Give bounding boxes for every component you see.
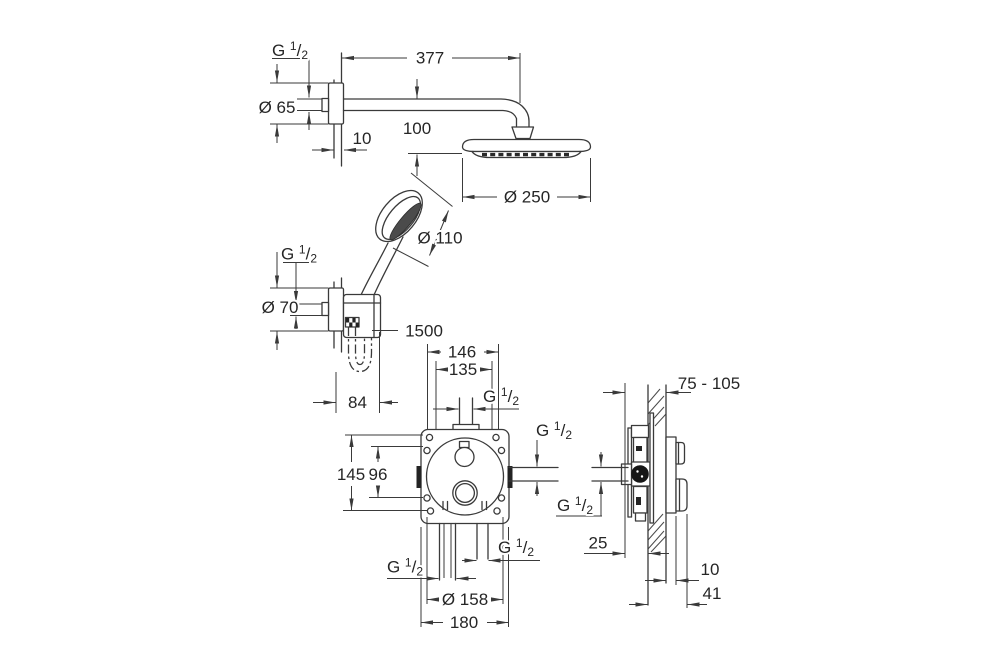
- dim-wall-offset: 84: [348, 393, 367, 412]
- dim-holder-thread: G 1/2: [281, 243, 317, 266]
- hose-coupling-nut: [344, 316, 360, 328]
- volume-control-spindle: [452, 480, 478, 506]
- dim-lines-mixer-side: [556, 383, 707, 608]
- thermostat-spindle: [454, 446, 475, 468]
- dim-installation-depth: 75 - 105: [678, 374, 740, 393]
- dim-lines-head-shower: [270, 53, 591, 202]
- dim-top-thread: G 1/2: [483, 385, 519, 408]
- bottom-outlet-pipes: [438, 522, 489, 581]
- trim-and-knobs: [665, 436, 688, 514]
- thermostat-cartridge: [631, 465, 649, 483]
- dim-min-depth: 25: [589, 534, 608, 553]
- dim-arm-length: 377: [416, 49, 444, 68]
- dim-side-thread: G 1/2: [536, 419, 572, 442]
- dim-top-width: 146: [448, 343, 476, 362]
- dim-trim-projection: 10: [701, 560, 720, 579]
- head-shower-view: G 1/2 Ø 65 377 10 100 Ø 250: [257, 37, 592, 209]
- hand-shower-view: G 1/2 Ø 70 1500 84 Ø 110: [260, 172, 465, 414]
- dim-head-drop: 100: [403, 119, 431, 138]
- mixer-side-view: 75 - 105 G 1/2 25 10 41: [555, 372, 742, 608]
- dim-arm-thread: G 1/2: [272, 39, 308, 62]
- side-inlet-pipe: [591, 466, 629, 482]
- mixer-front-view: 146 135 G 1/2 145 96 G 1/2 G 1/2 G 1/2 Ø…: [335, 341, 575, 635]
- right-inlet-port: [508, 466, 559, 482]
- dim-lines-mixer-front: [343, 344, 540, 627]
- mixer-body-side: [620, 412, 655, 524]
- lower-knob: [675, 478, 688, 512]
- side-tab-left: [416, 466, 422, 488]
- hand-shower-handle: [360, 236, 404, 296]
- dim-head-diameter: Ø 250: [504, 188, 550, 207]
- dim-height-inner: 96: [369, 465, 388, 484]
- dim-hand-shower-diameter: Ø 110: [417, 229, 462, 248]
- dim-bottom-thread-right: G 1/2: [498, 536, 534, 559]
- shower-hose: [347, 327, 373, 373]
- mixer-rosette-circle: [425, 437, 505, 516]
- holder-wall-flange: [327, 287, 345, 332]
- side-tab-right: [507, 466, 513, 488]
- dim-lines-hand-shower: [270, 172, 453, 413]
- thermostat-spindle-notch: [458, 440, 470, 449]
- mounting-plate-side: [649, 412, 655, 524]
- hand-shower-head: [375, 189, 423, 243]
- dim-holder-flange-diameter: Ø 70: [262, 298, 299, 317]
- dim-bottom-thread-left: G 1/2: [387, 556, 423, 579]
- dim-flange-offset: 10: [353, 129, 372, 148]
- dim-hose-length: 1500: [405, 322, 443, 341]
- dim-rosette-diameter: Ø 158: [442, 590, 488, 609]
- dim-plate-width: 180: [450, 613, 478, 632]
- volume-control-spindle-inner: [454, 482, 476, 504]
- dim-side-inlet-thread: G 1/2: [557, 494, 593, 517]
- mounting-screw-holes: [423, 433, 506, 515]
- upper-knob: [675, 441, 686, 465]
- holder-pipe-nipple: [321, 301, 330, 317]
- hand-shower-spray-face: [389, 202, 422, 241]
- port-marks: [442, 500, 488, 511]
- dim-arm-flange-diameter: Ø 65: [259, 98, 296, 117]
- shower-head: [461, 138, 592, 153]
- arm-wall-flange: [327, 82, 345, 125]
- top-supply-pipe: [452, 397, 480, 431]
- dim-top-width-inner: 135: [449, 360, 477, 379]
- dim-height: 145: [337, 465, 365, 484]
- shower-arm: [342, 98, 530, 128]
- arm-pipe-nipple: [321, 97, 330, 113]
- escutcheon-side: [665, 436, 677, 514]
- dim-handle-projection: 41: [703, 584, 722, 603]
- shower-head-connector: [511, 126, 535, 140]
